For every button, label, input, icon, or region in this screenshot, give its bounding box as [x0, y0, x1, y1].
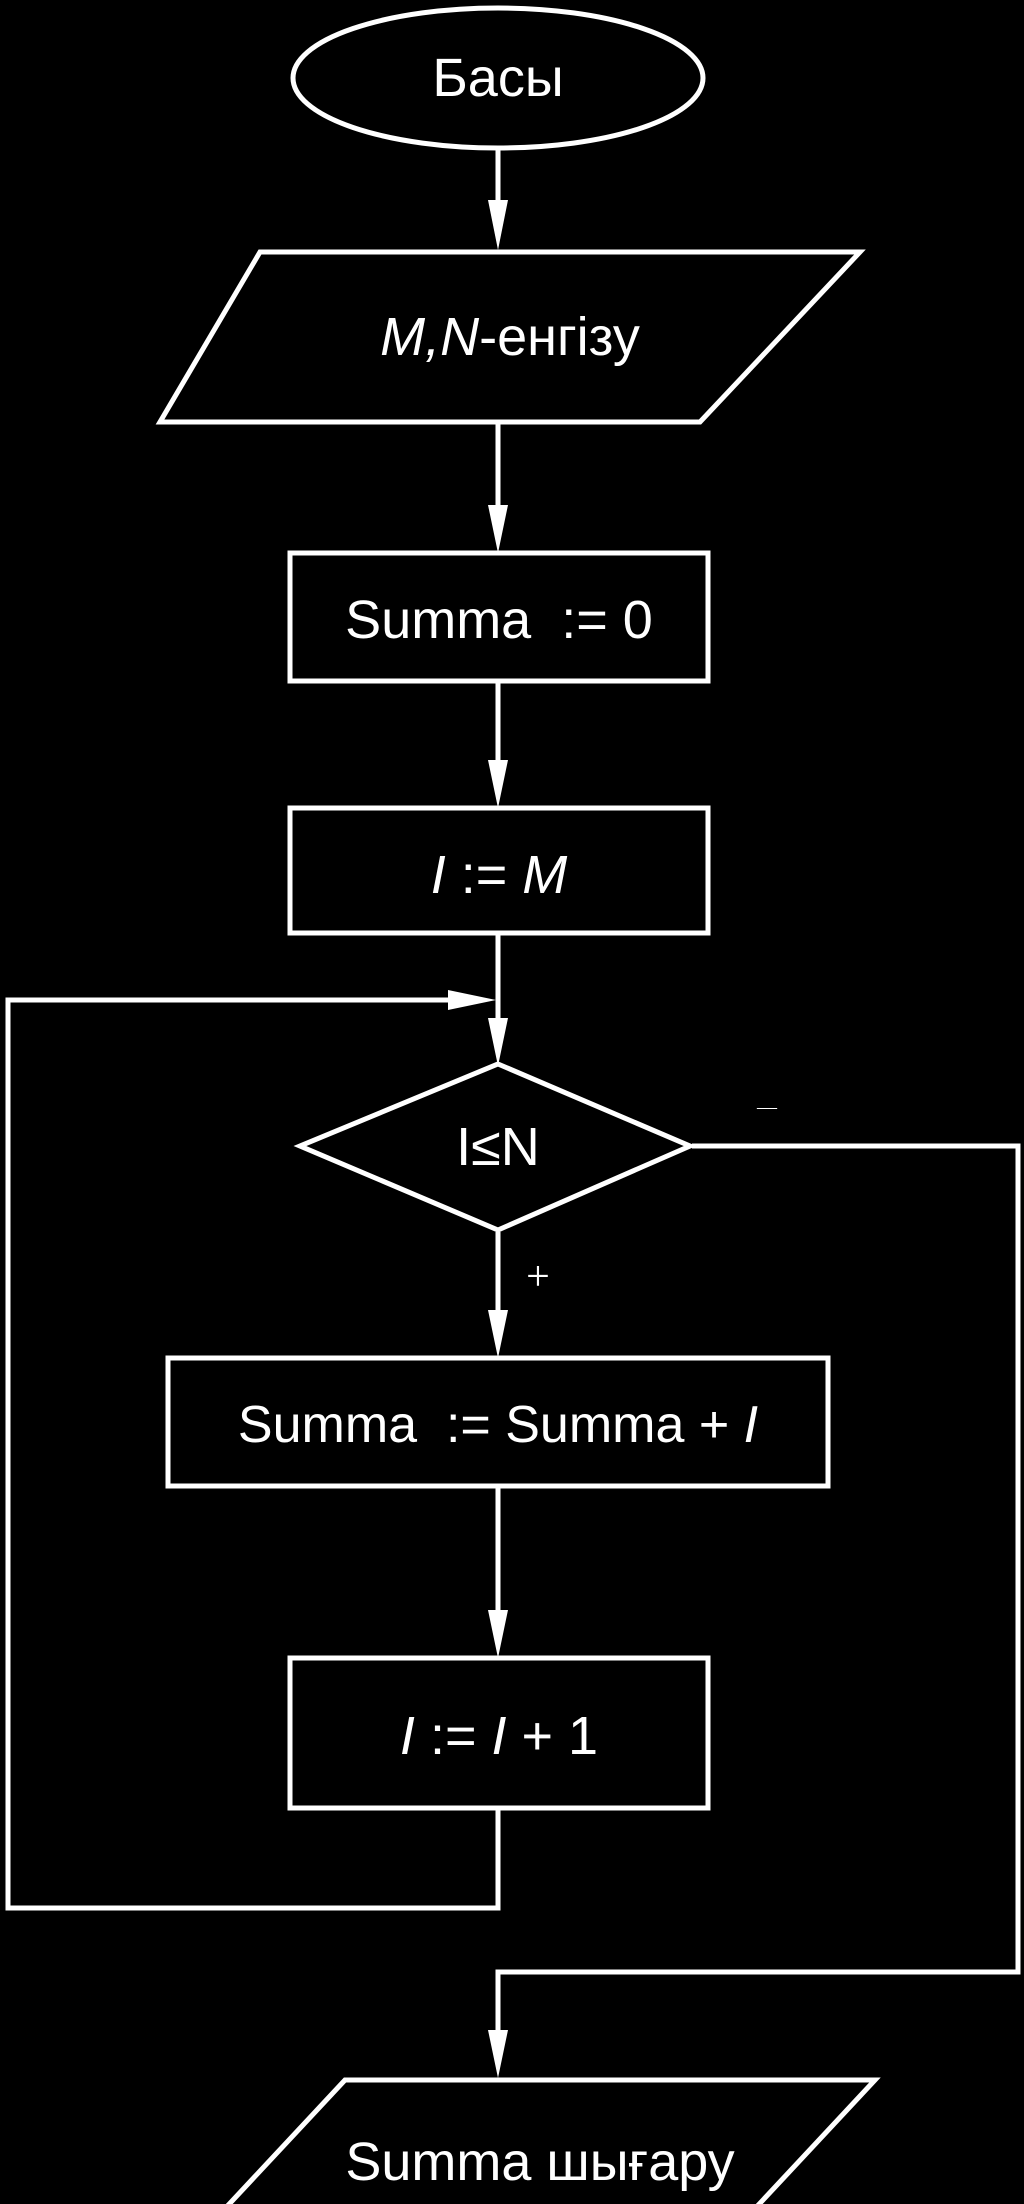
accumulate-var: I: [744, 1396, 758, 1454]
arrowhead-sum-init: [488, 505, 508, 553]
init-i-var: I: [431, 845, 446, 905]
branch-no-label: —: [756, 1096, 778, 1118]
output-parallelogram: [225, 2077, 881, 2204]
arrowhead-input: [488, 200, 508, 250]
increment-label: I := I + 1: [400, 1706, 598, 1766]
arrowhead-loop-back: [448, 990, 496, 1010]
branch-yes-label: +: [526, 1254, 550, 1300]
accumulate-text: Summa := Summa +: [238, 1396, 744, 1454]
init-i-value: M: [522, 845, 567, 905]
arrowhead-output: [488, 2030, 508, 2078]
init-i-box: [287, 805, 711, 936]
increment-var2: I: [491, 1706, 506, 1766]
increment-op: :=: [415, 1706, 492, 1766]
init-sum-box: [287, 550, 711, 684]
condition-label: I≤N: [456, 1117, 540, 1177]
init-sum-label: Summa := 0: [345, 590, 653, 650]
input-vars: M,N: [380, 307, 480, 367]
increment-var: I: [400, 1706, 415, 1766]
arrowhead-condition: [488, 1018, 508, 1066]
input-suffix: -енгізу: [479, 307, 640, 367]
condition-diamond: [293, 1061, 697, 1233]
start-oval: [290, 5, 706, 151]
increment-box: [287, 1655, 711, 1811]
input-label: M,N-енгізу: [380, 307, 640, 367]
output-label: Summa шығару: [345, 2132, 734, 2192]
loop-back-connector: [5, 997, 501, 1911]
exit-connector: [495, 1143, 1021, 2048]
increment-tail: + 1: [507, 1706, 599, 1766]
arrowhead-accumulate: [488, 1310, 508, 1358]
start-label: Басы: [432, 48, 563, 108]
init-i-label: I := M: [431, 845, 568, 905]
accumulate-box: [165, 1355, 831, 1489]
init-i-op: :=: [446, 845, 523, 905]
accumulate-label: Summa := Summa + I: [238, 1396, 758, 1454]
arrowhead-increment: [488, 1610, 508, 1658]
arrowhead-i-init: [488, 760, 508, 808]
input-parallelogram: [155, 249, 866, 425]
